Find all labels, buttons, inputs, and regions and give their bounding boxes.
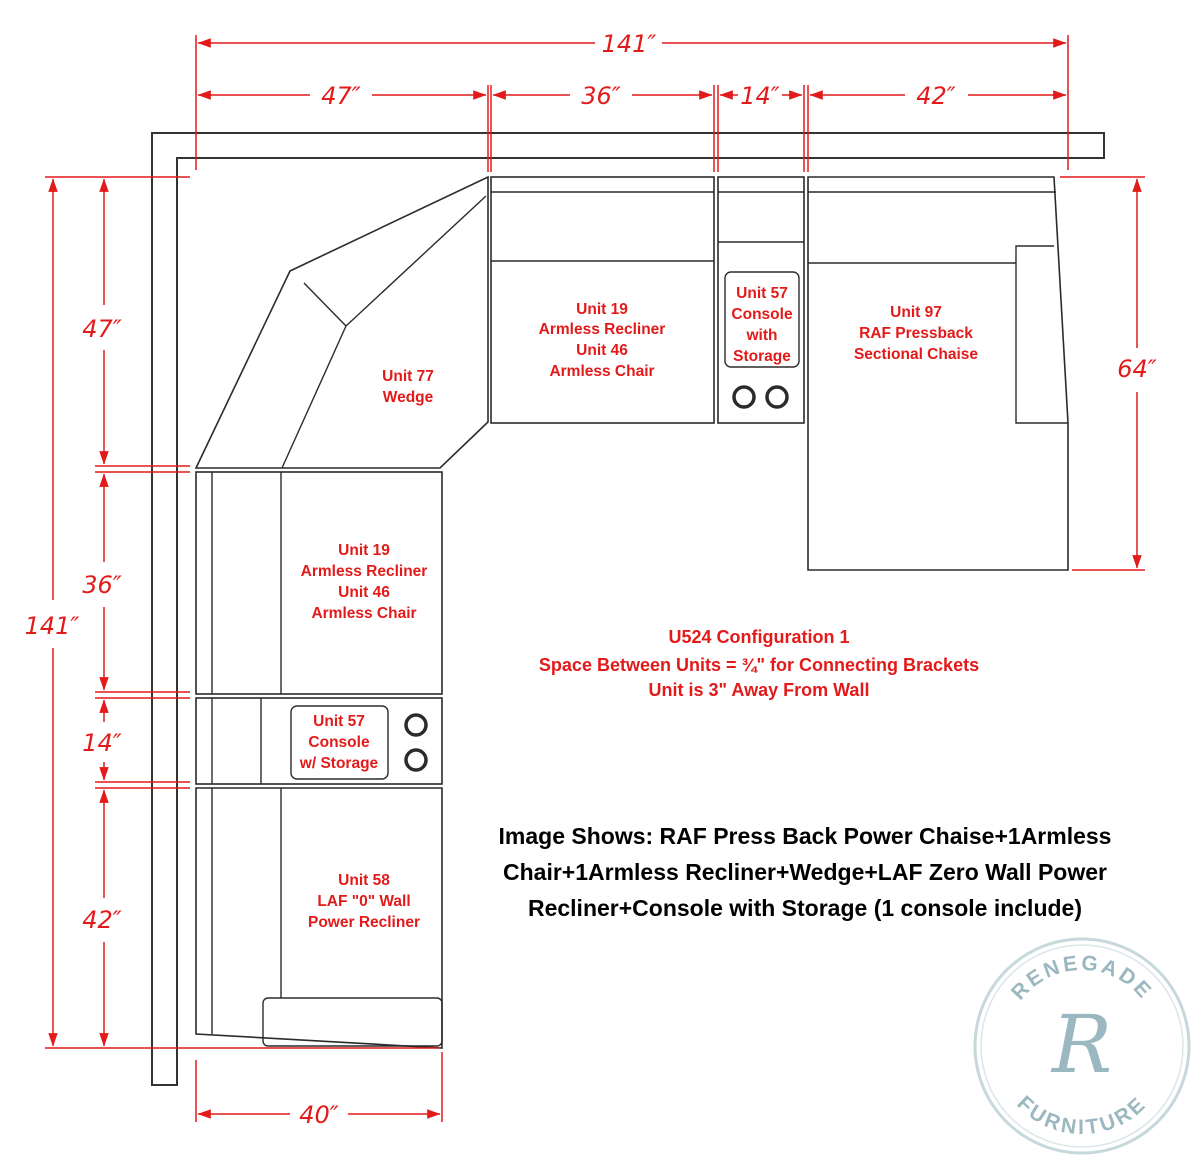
svg-text:Sectional Chaise: Sectional Chaise [854,346,978,363]
svg-text:with: with [746,327,778,344]
sectional-outline [194,175,1069,1049]
image-shows-caption: Image Shows: RAF Press Back Power Chaise… [499,823,1112,921]
power-recliner-label: Unit 58 LAF "0" Wall Power Recliner [308,872,420,931]
svg-text:Armless Recliner: Armless Recliner [301,563,428,580]
left-dimension-1: 47″ [82,315,122,343]
left-recliner-label: Unit 19 Armless Recliner Unit 46 Armless… [301,542,428,622]
cupholder-icon [732,385,756,409]
top-console-label: Unit 57 Console with Storage [731,285,793,365]
room-walls [151,132,1105,1086]
svg-text:Unit 46: Unit 46 [338,584,390,601]
top-console-unit [717,176,805,424]
left-total-dimension: 141″ [25,612,80,640]
dimension-lines [45,35,1145,1122]
svg-text:Unit 57: Unit 57 [313,713,365,730]
svg-text:Wedge: Wedge [383,389,434,406]
svg-text:Unit 77: Unit 77 [382,368,434,385]
top-recliner-label: Unit 19 Armless Recliner Unit 46 Armless… [539,301,666,380]
caption-line-2: Chair+1Armless Recliner+Wedge+LAF Zero W… [503,859,1107,885]
caption-line-3: Recliner+Console with Storage (1 console… [528,895,1082,921]
cupholder-icon [404,748,428,772]
top-dimension-2: 36″ [581,82,621,110]
renegade-furniture-logo: RENEGADE FURNITURE R [973,937,1191,1155]
top-dimension-4: 42″ [916,82,956,110]
svg-text:Power Recliner: Power Recliner [308,914,420,931]
svg-text:Unit 58: Unit 58 [338,872,390,889]
left-dimension-4: 42″ [82,906,122,934]
logo-monogram: R [1050,998,1112,1091]
configuration-title: U524 Configuration 1 [668,627,849,647]
chaise-label: Unit 97 RAF Pressback Sectional Chaise [854,304,978,363]
top-dimension-3: 14″ [740,82,780,110]
left-console-label: Unit 57 Console w/ Storage [299,713,379,772]
svg-text:LAF "0" Wall: LAF "0" Wall [317,893,410,910]
svg-text:RAF Pressback: RAF Pressback [859,325,973,342]
configuration-notes: U524 Configuration 1 Space Between Units… [539,627,979,700]
svg-text:Console: Console [731,306,793,323]
svg-text:Unit 19: Unit 19 [338,542,390,559]
left-dimension-3: 14″ [82,729,122,757]
configuration-spacing-note: Space Between Units = ¾" for Connecting … [539,655,979,675]
svg-text:Unit 97: Unit 97 [890,304,942,321]
top-armless-recliner-unit [490,176,715,424]
svg-text:Unit 57: Unit 57 [736,285,788,302]
svg-text:Unit 19: Unit 19 [576,301,628,318]
left-armless-recliner-unit [195,471,443,695]
svg-text:Armless Recliner: Armless Recliner [539,321,666,338]
svg-text:Unit 46: Unit 46 [576,342,628,359]
svg-text:w/ Storage: w/ Storage [299,755,379,772]
svg-text:Armless Chair: Armless Chair [311,605,416,622]
configuration-wall-note: Unit is 3" Away From Wall [649,680,870,700]
cupholder-icon [404,713,428,737]
left-console-unit [195,697,443,785]
caption-line-1: Image Shows: RAF Press Back Power Chaise… [499,823,1112,849]
unit-labels: Unit 77 Wedge Unit 19 Armless Recliner U… [299,285,979,931]
top-total-dimension: 141″ [602,30,657,58]
left-dimension-2: 36″ [82,571,122,599]
svg-text:Storage: Storage [733,348,791,365]
svg-text:Console: Console [308,734,370,751]
bottom-width-dimension: 40″ [299,1101,339,1129]
top-dimension-1: 47″ [321,82,361,110]
wedge-label: Unit 77 Wedge [382,368,434,406]
svg-text:Armless Chair: Armless Chair [549,363,654,380]
chaise-depth-dimension: 64″ [1117,355,1157,383]
raf-chaise-unit [807,176,1069,571]
cupholder-icon [765,385,789,409]
dimension-labels: 141″ 47″ 36″ 14″ 42″ 141″ 47″ 36″ 14″ 42… [25,30,1157,1129]
laf-power-recliner-unit [195,787,443,1049]
